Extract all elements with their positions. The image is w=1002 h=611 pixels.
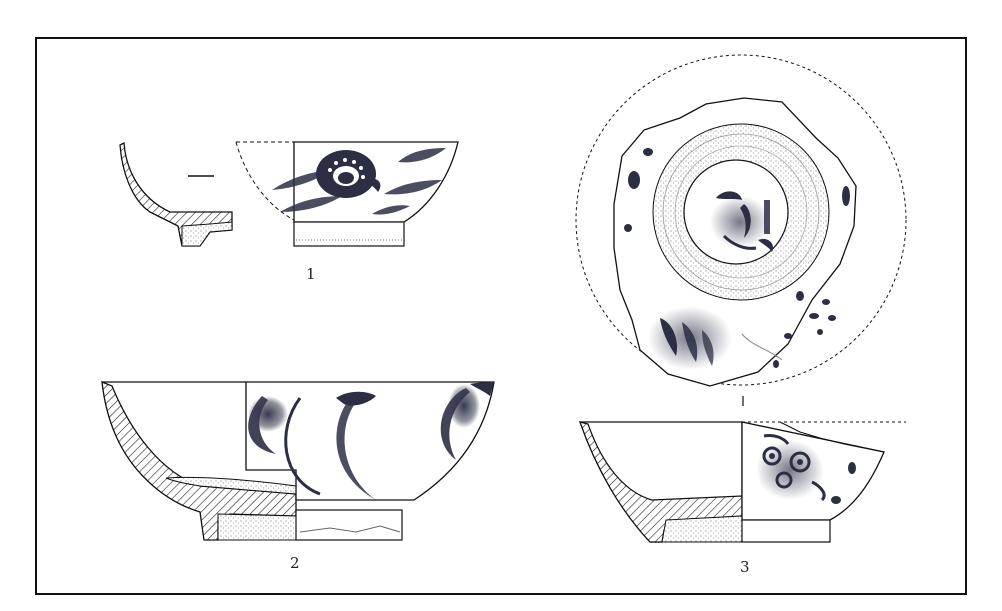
vessel-3-rim-circle-dashed (575, 54, 907, 386)
vessel-1-label: 1 (306, 265, 316, 283)
vessel-3-foot (741, 519, 831, 543)
vessel-1-brush-stroke (280, 196, 342, 212)
vessel-3: 3 (575, 54, 907, 576)
vessel-1-profile-dashed (235, 141, 295, 221)
vessel-2-foot (295, 509, 403, 541)
vessel-1-foot-stipple (181, 221, 233, 247)
vessel-2-foot-stipple (217, 513, 297, 541)
vessel-1-flower-motif (316, 150, 381, 198)
vessel-3-dot-motif (796, 291, 804, 301)
vessel-1-brush-stroke (384, 180, 442, 195)
vessel-3-border-dashes (773, 299, 836, 368)
vessel-3-label: 3 (740, 558, 750, 576)
vessel-1-brush-stroke (272, 170, 330, 190)
vessel-2-label: 2 (290, 554, 300, 572)
vessel-3-dot-motif (842, 186, 850, 206)
vessel-3-dot-motif (624, 224, 632, 232)
vessel-3-lower-motif (648, 306, 783, 370)
plate-frame (35, 37, 967, 595)
vessel-1-foot (293, 221, 405, 247)
vessel-2-section (101, 380, 297, 541)
vessel-3-dot-motif (643, 148, 653, 156)
vessel-1: 1 (119, 141, 459, 283)
vessel-1-brush-stroke (372, 205, 410, 215)
vessel-3-foot-stipple (661, 515, 743, 543)
vessel-2-leaf-motif (336, 391, 376, 406)
vessel-2-exterior (245, 381, 495, 501)
vessel-1-brush-stroke (398, 148, 446, 163)
vessel-3-scroll-motif (756, 434, 856, 504)
vessel-3-dot-motif (628, 171, 640, 189)
vessel-2-arc-motif (284, 397, 321, 496)
vessel-2: 2 (101, 380, 495, 572)
vessel-3-center-motif (710, 191, 774, 252)
vessel-2-arc-motif (336, 396, 376, 500)
